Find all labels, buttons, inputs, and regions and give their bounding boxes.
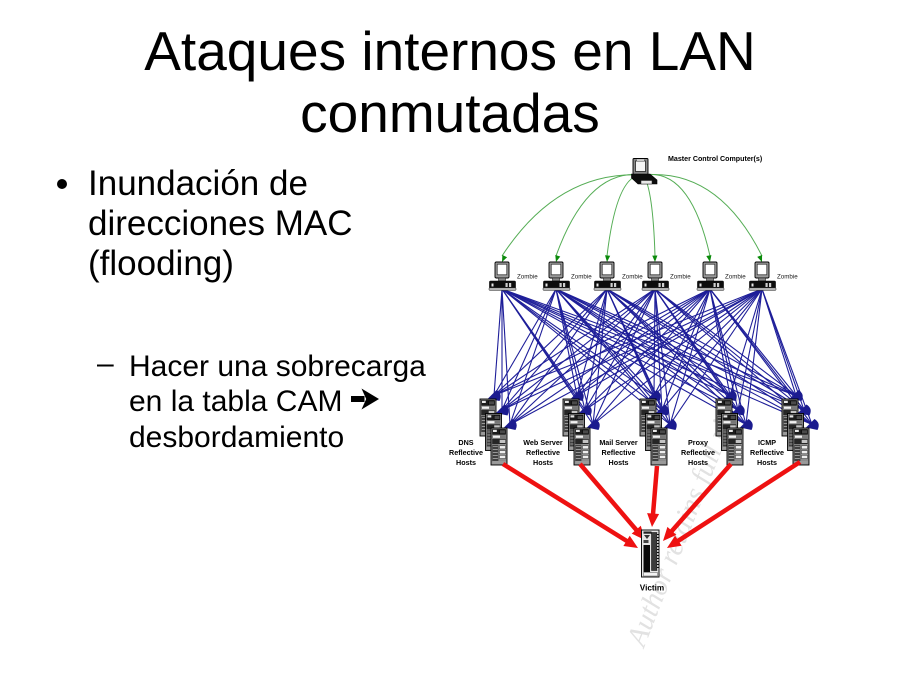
svg-text:Master Control Computer(s): Master Control Computer(s) <box>668 155 763 163</box>
svg-text:Zombie: Zombie <box>571 274 592 281</box>
svg-text:Zombie: Zombie <box>622 274 643 281</box>
svg-text:Zombie: Zombie <box>777 274 798 281</box>
svg-text:Zombie: Zombie <box>670 274 691 281</box>
svg-text:Reflective: Reflective <box>526 448 560 457</box>
svg-text:Web Server: Web Server <box>523 438 563 447</box>
svg-text:Reflective: Reflective <box>602 448 636 457</box>
svg-text:Mail Server: Mail Server <box>599 438 638 447</box>
svg-text:Zombie: Zombie <box>517 274 538 281</box>
svg-text:Reflective: Reflective <box>681 448 715 457</box>
svg-text:Hosts: Hosts <box>533 458 553 467</box>
svg-text:Hosts: Hosts <box>688 458 708 467</box>
svg-text:DNS: DNS <box>458 438 473 447</box>
svg-text:Hosts: Hosts <box>757 458 777 467</box>
svg-text:Hosts: Hosts <box>456 458 476 467</box>
svg-text:Proxy: Proxy <box>688 438 708 447</box>
svg-text:Reflective: Reflective <box>750 448 784 457</box>
svg-text:ICMP: ICMP <box>758 438 776 447</box>
svg-text:Reflective: Reflective <box>449 448 483 457</box>
svg-text:Victim: Victim <box>640 584 664 593</box>
svg-text:Zombie: Zombie <box>725 274 746 281</box>
svg-text:Hosts: Hosts <box>609 458 629 467</box>
